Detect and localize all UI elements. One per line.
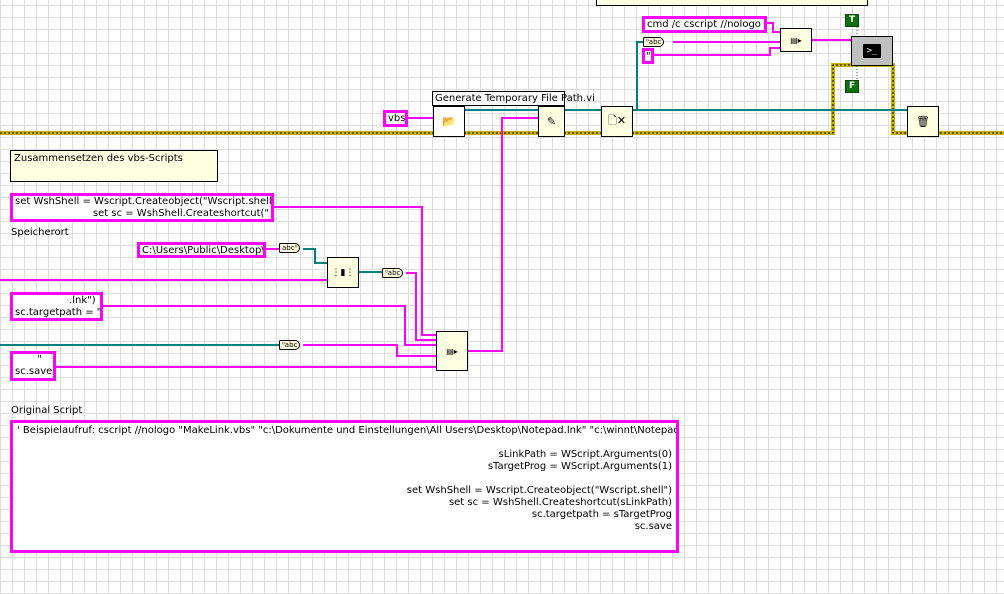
top-comment	[596, 0, 868, 6]
cmd-constant[interactable]: cmd /c cscript //nologo "	[642, 16, 767, 33]
quote-constant[interactable]: "	[642, 48, 654, 64]
string-wires	[0, 22, 851, 368]
script-head-constant[interactable]: set WshShell = Wscript.Createobject("Wsc…	[10, 193, 274, 222]
string-to-path-icon: abc⁰	[282, 244, 298, 252]
write-text-file-node[interactable]: ✎	[538, 106, 565, 137]
original-script-label: Original Script	[11, 405, 83, 416]
path-to-string-lower[interactable]: ⁰abc	[279, 340, 301, 350]
concatenate-icon: ▤▸	[790, 35, 802, 45]
build-path-node[interactable]: ⋮▮⋮	[327, 257, 359, 288]
concatenate-strings-lower[interactable]: ▤▸	[436, 331, 468, 371]
true-constant[interactable]: T	[845, 14, 860, 27]
original-script-constant[interactable]: ' Beispielaufruf: cscript //nologo "Make…	[10, 420, 679, 553]
path-to-string-icon: ⁰abc	[385, 269, 401, 277]
close-file-node[interactable]: 🗋✕	[601, 106, 633, 137]
save-constant[interactable]: " sc.save	[10, 351, 56, 381]
path-wires	[0, 41, 907, 346]
build-path-icon: ⋮▮⋮	[331, 267, 355, 278]
concatenate-strings-top[interactable]: ▤▸	[780, 28, 812, 52]
generate-temp-file-path-label: Generate Temporary File Path.vi	[432, 91, 595, 106]
path-to-string-icon: ⁰abc	[646, 38, 662, 46]
folder-icon: 📂	[442, 115, 456, 128]
string-to-path[interactable]: abc⁰	[279, 243, 301, 253]
generate-temp-file-path-node[interactable]: 📂	[433, 106, 465, 137]
vbs-constant[interactable]: vbs	[383, 110, 408, 127]
path-to-string-middle[interactable]: ⁰abc	[382, 268, 404, 278]
system-exec-node[interactable]: >_	[851, 36, 893, 66]
delete-file-node[interactable]: 🗑	[907, 106, 939, 137]
concatenate-icon: ▤▸	[446, 346, 458, 356]
assemble-comment: Zusammensetzen des vbs-Scripts	[10, 150, 218, 182]
write-file-icon: ✎	[546, 115, 557, 128]
lnk-constant[interactable]: .lnk") sc.targetpath = "	[10, 292, 103, 321]
desktop-path-constant[interactable]: C:\Users\Public\Desktop\	[137, 242, 266, 258]
path-to-string-icon: ⁰abc	[282, 341, 298, 349]
trash-icon: 🗑	[916, 115, 930, 128]
path-to-string-top[interactable]: ⁰abc	[643, 37, 665, 47]
close-file-icon: 🗋✕	[607, 114, 627, 127]
false-constant[interactable]: F	[845, 80, 860, 93]
terminal-icon: >_	[862, 44, 882, 58]
speicherort-label: Speicherort	[11, 227, 69, 238]
